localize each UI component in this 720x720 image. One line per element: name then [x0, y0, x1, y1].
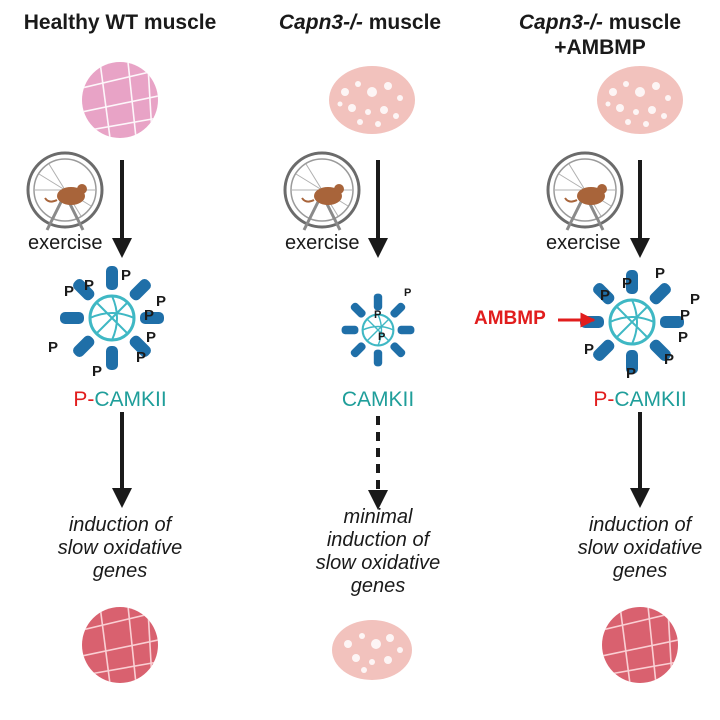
muscle-cross-section-icon [82, 607, 158, 683]
muscle-cross-section-icon [597, 66, 683, 134]
hamster-wheel-icon [546, 151, 624, 231]
phospho-mark: P [121, 267, 131, 284]
outcome-line: induction of [68, 514, 172, 536]
phospho-mark: P [626, 365, 636, 382]
outcome-line: minimal [343, 506, 413, 528]
title-part: muscle [362, 11, 442, 34]
hamster-wheel-icon [26, 151, 104, 231]
camkii-label: P-CAMKII [520, 388, 720, 412]
camkii-name: CAMKII [614, 388, 687, 411]
exercise-label: exercise [546, 232, 621, 254]
phospho-mark: P [48, 339, 58, 356]
title-part: Healthy WT muscle [23, 11, 217, 34]
muscle-cross-section-icon [332, 620, 412, 680]
column-title-capn3-ambmp: Capn3-/- muscle +AMBMP [480, 10, 720, 60]
title-part-genotype: Capn3-/- [518, 11, 603, 34]
phospho-mark: P [404, 287, 411, 299]
outcome-line: genes [612, 560, 668, 582]
hamster-wheel-icon [283, 151, 361, 231]
camkii-protein-icon [341, 293, 415, 367]
phospho-mark: P [690, 291, 700, 308]
phospho-mark: P [84, 277, 94, 294]
outcome-line: slow oxidative [57, 537, 183, 559]
camkii-name: CAMKII [341, 388, 415, 411]
camkii-protein-icon [580, 270, 684, 374]
outcome-text: induction of slow oxidative genes [520, 514, 720, 583]
phospho-mark: P [144, 307, 154, 324]
phospho-mark: P [680, 307, 690, 324]
camkii-label: CAMKII [258, 388, 498, 412]
title-part: muscle [602, 11, 682, 34]
phospho-mark: P [655, 265, 665, 282]
outcome-line: induction of [588, 514, 692, 536]
title-part-treatment: +AMBMP [554, 36, 646, 59]
phospho-prefix: P- [73, 388, 95, 411]
phospho-mark: P [64, 283, 74, 300]
phospho-mark: P [92, 363, 102, 380]
muscle-cross-section-icon [82, 62, 158, 138]
title-part-genotype: Capn3-/- [278, 11, 363, 34]
camkii-label: P-CAMKII [0, 388, 240, 412]
column-title-healthy: Healthy WT muscle [0, 10, 240, 35]
muscle-cross-section-icon [602, 607, 678, 683]
column-title-capn3: Capn3-/- muscle [240, 10, 480, 35]
outcome-line: genes [350, 575, 406, 597]
phospho-prefix: P- [593, 388, 615, 411]
ambmp-label: AMBMP [474, 308, 546, 329]
phospho-mark: P [136, 349, 146, 366]
phospho-mark: P [146, 329, 156, 346]
phospho-mark: P [374, 309, 381, 321]
camkii-name: CAMKII [94, 388, 167, 411]
camkii-protein-icon [60, 266, 164, 370]
exercise-label: exercise [28, 232, 103, 254]
outcome-line: slow oxidative [577, 537, 703, 559]
phospho-mark: P [664, 351, 674, 368]
phospho-mark: P [584, 341, 594, 358]
muscle-cross-section-icon [329, 66, 415, 134]
phospho-mark: P [156, 293, 166, 310]
outcome-line: slow oxidative [315, 552, 441, 574]
outcome-text: minimal induction of slow oxidative gene… [258, 506, 498, 598]
phospho-mark: P [622, 275, 632, 292]
phospho-mark: P [600, 287, 610, 304]
outcome-line: induction of [326, 529, 430, 551]
outcome-text: induction of slow oxidative genes [0, 514, 240, 583]
phospho-mark: P [378, 331, 385, 343]
phospho-mark: P [678, 329, 688, 346]
exercise-label: exercise [285, 232, 360, 254]
outcome-line: genes [92, 560, 148, 582]
